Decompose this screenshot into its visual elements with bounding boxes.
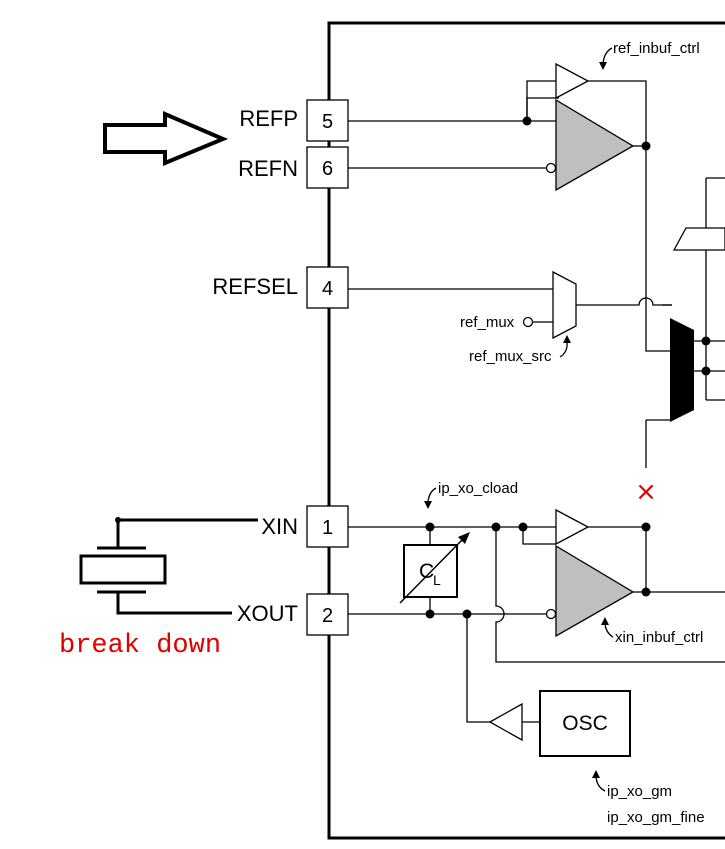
- pin-label-refp: REFP: [239, 106, 298, 131]
- xin-input-buffer: [555, 544, 635, 638]
- clock-select-mux: [670, 318, 694, 422]
- pin-1: 1: [306, 505, 349, 548]
- xin-ctrl-buffer: [555, 508, 590, 546]
- pin-2: 2: [306, 593, 349, 636]
- pin-label-refsel: REFSEL: [212, 274, 298, 299]
- cap-label-sub: L: [433, 572, 441, 588]
- label-ref-mux-src: ref_mux_src: [469, 348, 552, 365]
- pin-label-xout: XOUT: [237, 601, 298, 626]
- pin-label-xin: XIN: [261, 514, 298, 539]
- pin-number-4: 4: [322, 278, 333, 300]
- ref-src-mux: [552, 270, 577, 340]
- label-xin-inbuf-ctrl: xin_inbuf_ctrl: [615, 629, 703, 646]
- output-mux: [672, 227, 725, 251]
- break-down-annotation: break down: [59, 631, 221, 661]
- break-marker-icon: ×: [635, 477, 657, 507]
- label-ref-inbuf-ctrl: ref_inbuf_ctrl: [613, 40, 700, 57]
- pin-6: 6: [306, 146, 349, 189]
- label-ip-xo-gm-fine: ip_xo_gm_fine: [607, 809, 705, 826]
- pin-number-2: 2: [322, 605, 333, 627]
- xtal-wires: [348, 526, 725, 723]
- ref-wires: [348, 80, 725, 401]
- chip-boundary: [327, 21, 725, 840]
- pin-5: 5: [306, 99, 349, 142]
- label-ref-mux: ref_mux: [460, 314, 515, 331]
- pin-label-refn: REFN: [238, 156, 298, 181]
- pin-4: 4: [306, 266, 349, 309]
- ref-input-buffer: [555, 98, 635, 192]
- pin-number-5: 5: [322, 111, 333, 133]
- oscillator: OSC: [488, 690, 631, 757]
- crystal-symbol: [79, 517, 258, 615]
- input-arrow-icon: [103, 110, 229, 166]
- label-ip-xo-gm: ip_xo_gm: [607, 783, 672, 800]
- label-ip-xo-cload: ip_xo_cload: [438, 480, 518, 497]
- load-capacitor: C L: [399, 532, 470, 604]
- pin-number-6: 6: [322, 158, 333, 180]
- osc-label: OSC: [562, 712, 608, 735]
- pin-number-1: 1: [322, 517, 333, 539]
- cap-label: C: [419, 560, 434, 583]
- ref-ctrl-buffer: [555, 62, 590, 100]
